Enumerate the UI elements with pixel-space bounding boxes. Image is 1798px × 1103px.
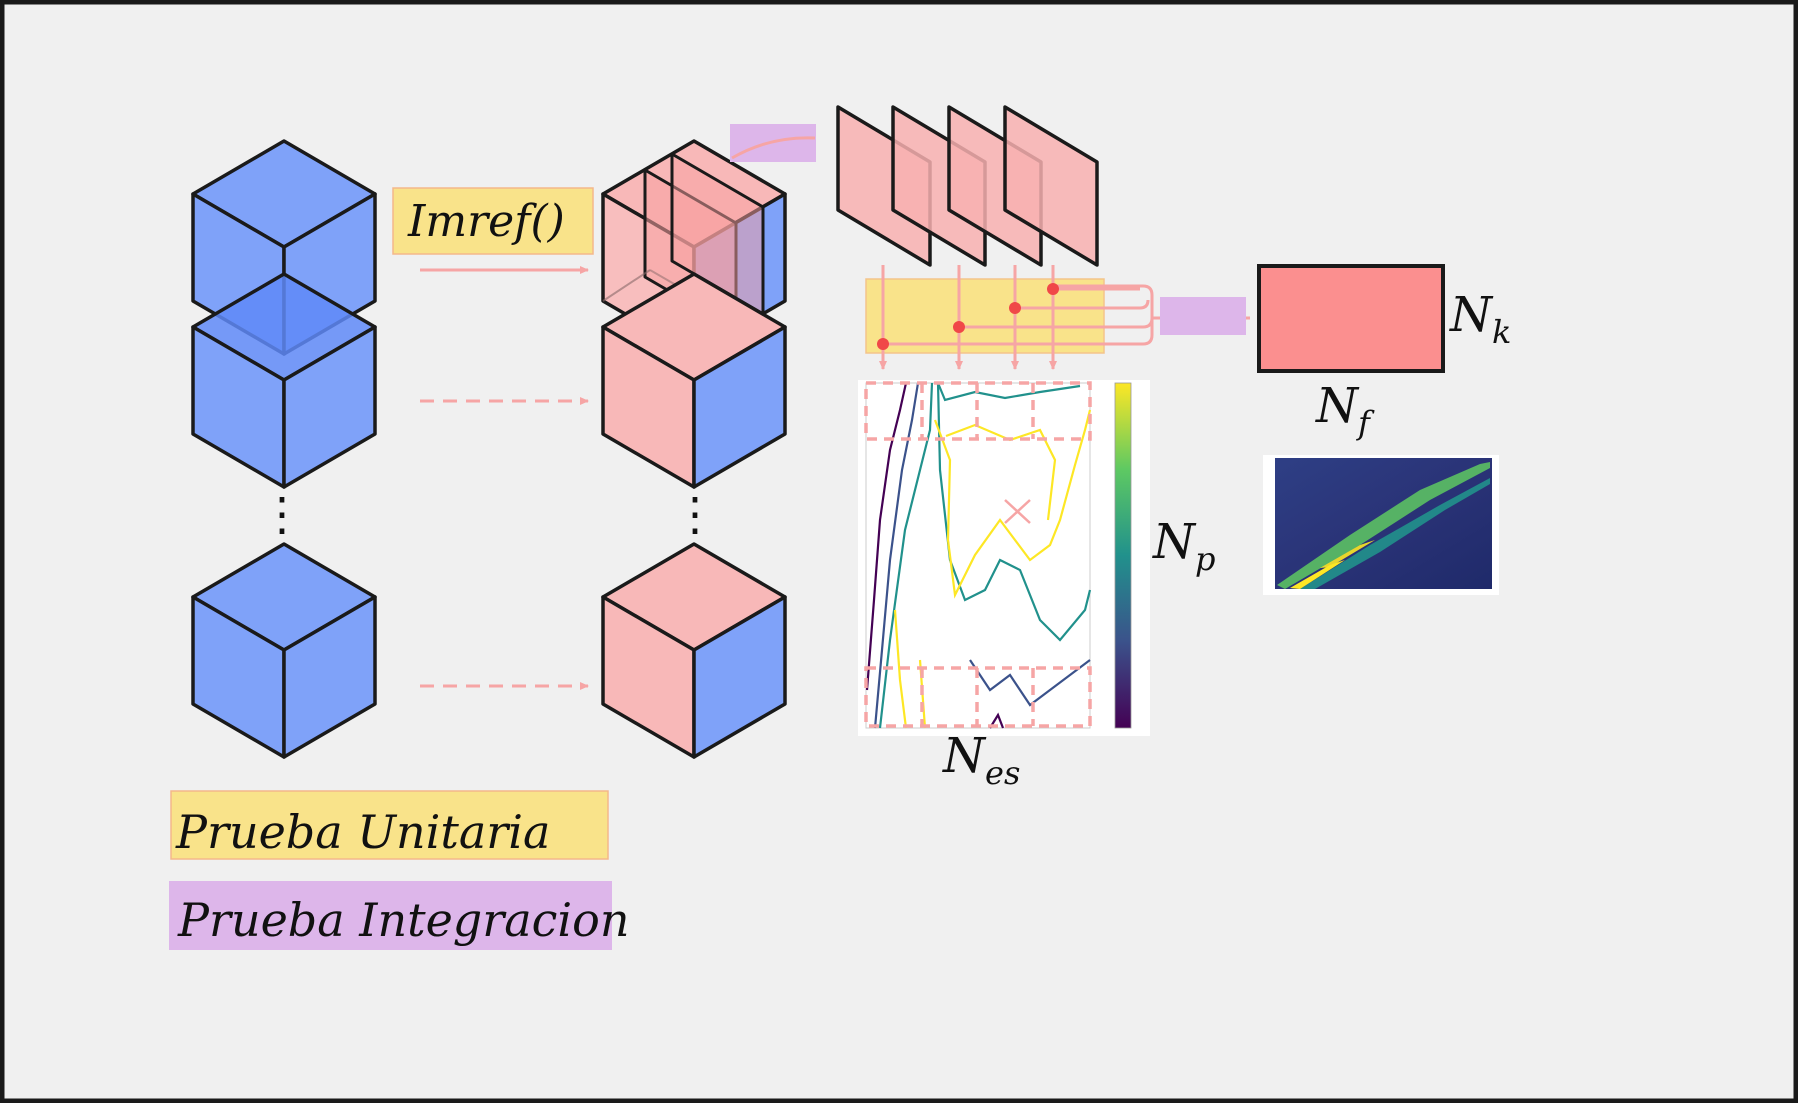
colorbar [1114,382,1132,729]
slice-planes [836,105,1099,267]
legend-unit: Prueba Unitaria [170,790,609,860]
sampling-arrows [879,265,1057,370]
spectrogram-thumbnail [1263,455,1499,595]
right-vertical-dots: ⋮ [672,487,718,541]
contour-plot [858,380,1150,736]
legend-integration-label: Prueba Integracion [177,893,629,947]
slice-plane-4 [1003,105,1099,267]
nk-label: Nk [1449,287,1511,351]
pink-cube-2 [601,272,787,489]
link-curve-top [731,136,816,160]
blue-cube-3 [191,542,377,759]
nes-label: Nes [942,728,1020,792]
sampling-dots [877,283,1059,350]
unit-test-bar [865,278,1105,354]
pink-cube-3 [601,542,787,759]
legend-unit-label: Prueba Unitaria [175,805,550,859]
legend-integration: Prueba Integracion [169,881,629,950]
left-vertical-dots: ⋮ [259,487,305,541]
imref-box [392,187,594,255]
integration-marker-mid [1160,297,1246,335]
imref-label: Imref() [407,196,565,247]
blue-cube-2 [191,272,377,489]
output-box [1257,264,1445,373]
np-label: Np [1152,514,1215,578]
